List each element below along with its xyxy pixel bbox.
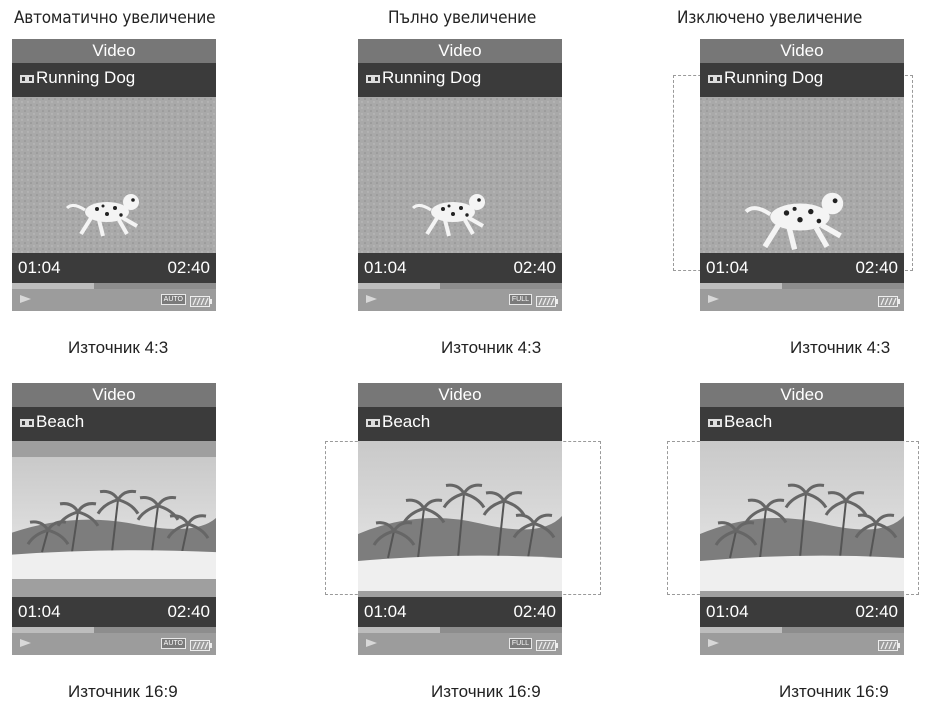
video-file-icon	[366, 64, 380, 94]
total-time: 02:40	[513, 258, 556, 277]
progress-fill	[358, 627, 440, 633]
status-bar: FULL	[358, 633, 562, 655]
elapsed-time: 01:04	[706, 602, 749, 621]
play-icon[interactable]	[708, 295, 719, 303]
caption-source-4-3: Източник 4:3	[441, 338, 542, 357]
screen-title: Video	[12, 39, 216, 63]
zoom-mode-badge: AUTO	[160, 638, 186, 649]
video-frame	[700, 441, 904, 591]
progress-bar[interactable]	[12, 283, 216, 289]
screen-title: Video	[700, 383, 904, 407]
status-bar	[700, 289, 904, 311]
total-time: 02:40	[513, 602, 556, 621]
track-name-bar: Beach	[12, 407, 216, 441]
screen-title: Video	[358, 39, 562, 63]
zoom-mode-badge: FULL	[508, 638, 532, 649]
play-icon[interactable]	[20, 639, 31, 647]
player-screen: Video Running Dog 01:04 02:40	[358, 39, 562, 311]
column-title-off: Изключено увеличение	[677, 8, 863, 28]
progress-fill	[12, 627, 94, 633]
caption-source-16-9: Източник 16:9	[431, 682, 541, 701]
battery-icon	[878, 294, 900, 311]
time-bar: 01:04 02:40	[12, 597, 216, 627]
time-bar: 01:04 02:40	[700, 253, 904, 283]
elapsed-time: 01:04	[18, 602, 61, 621]
track-name: Running Dog	[382, 68, 482, 87]
screen-title: Video	[358, 383, 562, 407]
play-icon[interactable]	[366, 295, 377, 303]
progress-fill	[12, 283, 94, 289]
video-file-icon	[366, 408, 380, 438]
total-time: 02:40	[167, 602, 210, 621]
caption-source-4-3: Източник 4:3	[790, 338, 891, 357]
progress-bar[interactable]	[700, 283, 904, 289]
video-frame	[358, 441, 562, 591]
progress-fill	[358, 283, 440, 289]
progress-bar[interactable]	[358, 627, 562, 633]
player-screen: Video Running Dog 01:04 02:40	[12, 39, 216, 311]
total-time: 02:40	[855, 602, 898, 621]
battery-icon	[878, 638, 900, 655]
screen-title: Video	[700, 39, 904, 63]
track-name: Beach	[382, 412, 431, 431]
player-screen: Video Beach 01:04 02:40 FULL	[358, 383, 562, 655]
track-name: Running Dog	[724, 68, 824, 87]
play-icon[interactable]	[20, 295, 31, 303]
play-icon[interactable]	[708, 639, 719, 647]
column-title-auto: Автоматично увеличение	[14, 8, 216, 28]
track-name: Running Dog	[36, 68, 136, 87]
track-name-bar: Beach	[700, 407, 904, 441]
video-file-icon	[20, 408, 34, 438]
progress-fill	[700, 627, 782, 633]
video-file-icon	[20, 64, 34, 94]
track-name-bar: Running Dog	[700, 63, 904, 97]
battery-icon	[190, 294, 212, 311]
play-icon[interactable]	[366, 639, 377, 647]
battery-icon	[536, 294, 558, 311]
total-time: 02:40	[167, 258, 210, 277]
screen-title: Video	[12, 383, 216, 407]
video-file-icon	[708, 408, 722, 438]
status-bar: AUTO	[12, 289, 216, 311]
time-bar: 01:04 02:40	[358, 597, 562, 627]
time-bar: 01:04 02:40	[700, 597, 904, 627]
track-name-bar: Running Dog	[358, 63, 562, 97]
track-name-bar: Running Dog	[12, 63, 216, 97]
progress-fill	[700, 283, 782, 289]
column-title-full: Пълно увеличение	[388, 8, 537, 28]
total-time: 02:40	[855, 258, 898, 277]
elapsed-time: 01:04	[364, 602, 407, 621]
elapsed-time: 01:04	[364, 258, 407, 277]
caption-source-4-3: Източник 4:3	[68, 338, 169, 357]
status-bar	[700, 633, 904, 655]
player-screen: Video Beach 01:04 02:40 AUTO	[12, 383, 216, 655]
player-screen: Video Running Dog 01:04 02:40	[700, 39, 904, 311]
video-file-icon	[708, 64, 722, 94]
video-frame	[12, 457, 216, 579]
progress-bar[interactable]	[700, 627, 904, 633]
status-bar: FULL	[358, 289, 562, 311]
zoom-mode-badge: AUTO	[160, 294, 186, 305]
caption-source-16-9: Източник 16:9	[68, 682, 178, 701]
player-screen: Video Beach 01:04 02:40	[700, 383, 904, 655]
time-bar: 01:04 02:40	[358, 253, 562, 283]
progress-bar[interactable]	[12, 627, 216, 633]
battery-icon	[190, 638, 212, 655]
elapsed-time: 01:04	[706, 258, 749, 277]
caption-source-16-9: Източник 16:9	[779, 682, 889, 701]
track-name-bar: Beach	[358, 407, 562, 441]
elapsed-time: 01:04	[18, 258, 61, 277]
battery-icon	[536, 638, 558, 655]
zoom-mode-badge: FULL	[508, 294, 532, 305]
track-name: Beach	[36, 412, 85, 431]
progress-bar[interactable]	[358, 283, 562, 289]
track-name: Beach	[724, 412, 773, 431]
status-bar: AUTO	[12, 633, 216, 655]
time-bar: 01:04 02:40	[12, 253, 216, 283]
